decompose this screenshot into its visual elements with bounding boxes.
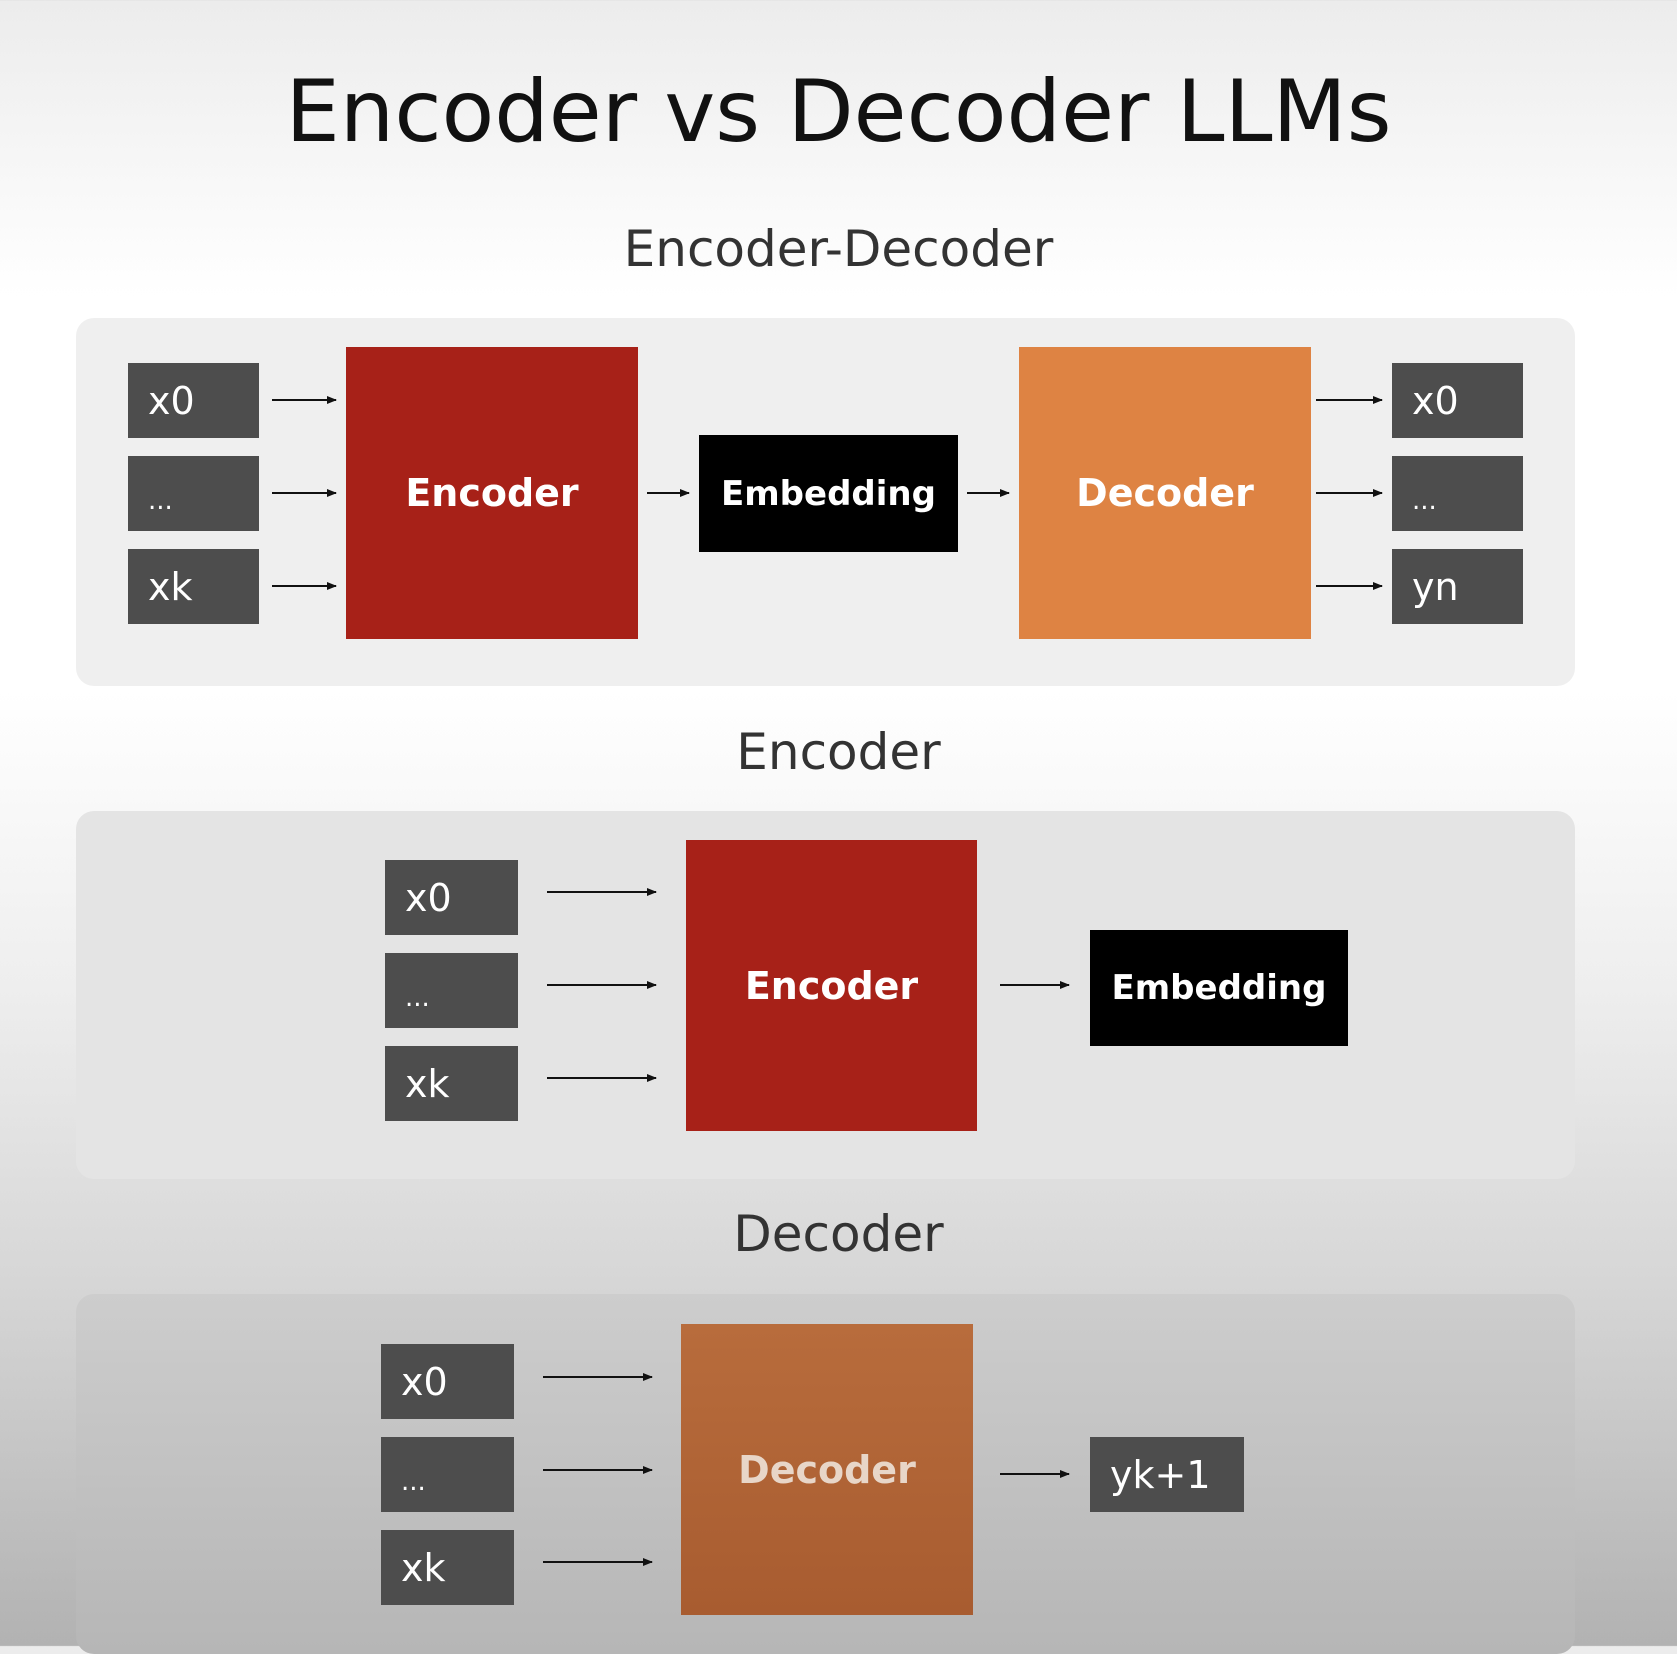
output-token-0: x0 (1392, 363, 1523, 438)
encoder-block: Encoder (346, 347, 638, 639)
embedding-block: Embedding (1090, 930, 1348, 1046)
output-token-2: yn (1392, 549, 1523, 624)
input-token-2: xk (385, 1046, 518, 1121)
output-token: yk+1 (1090, 1437, 1244, 1512)
decoder-block: Decoder (681, 1324, 973, 1615)
output-token-1: ... (1392, 456, 1523, 531)
input-token-2: xk (381, 1530, 514, 1605)
embedding-block: Embedding (699, 435, 958, 552)
page-title: Encoder vs Decoder LLMs (285, 62, 1392, 162)
input-token-0: x0 (381, 1344, 514, 1419)
section-title-encoder-decoder: Encoder-Decoder (623, 220, 1054, 278)
section-title-encoder: Encoder (736, 723, 941, 781)
input-token-1: ... (128, 456, 259, 531)
input-token-1: ... (385, 953, 518, 1028)
input-token-0: x0 (385, 860, 518, 935)
input-token-2: xk (128, 549, 259, 624)
input-token-0: x0 (128, 363, 259, 438)
section-title-decoder: Decoder (733, 1205, 944, 1263)
encoder-block: Encoder (686, 840, 977, 1131)
decoder-block: Decoder (1019, 347, 1311, 639)
input-token-1: ... (381, 1437, 514, 1512)
